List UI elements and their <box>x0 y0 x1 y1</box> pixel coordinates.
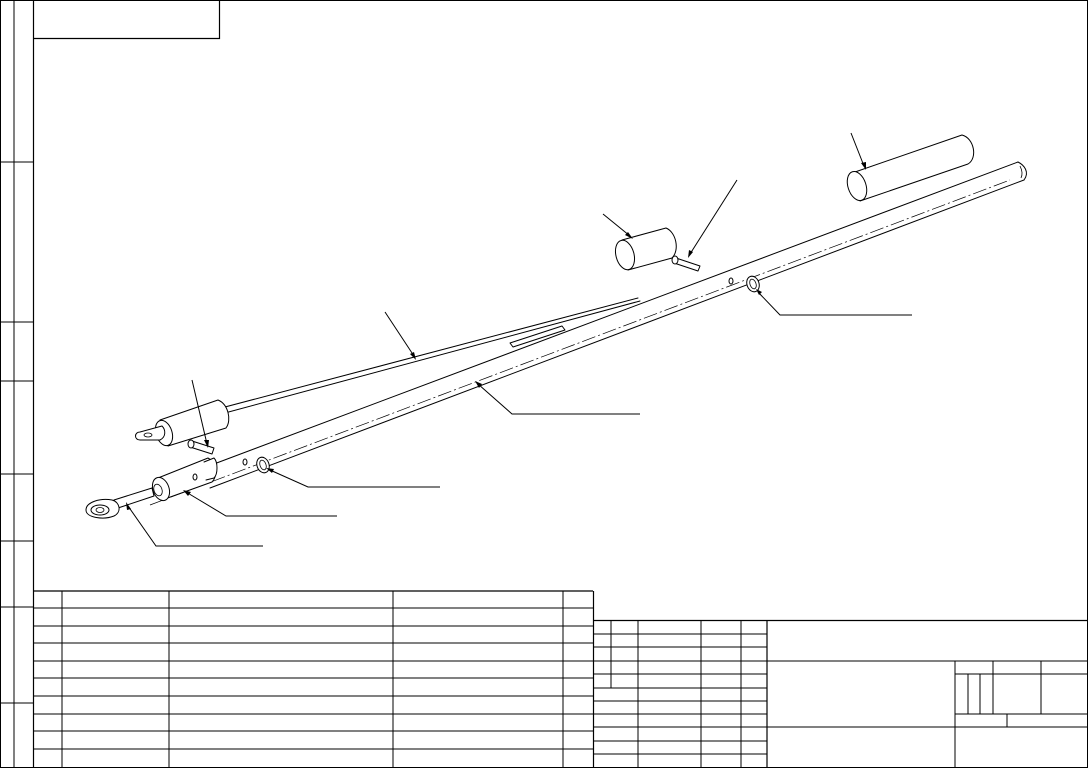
callout-main-tube <box>475 381 640 415</box>
tube-holes <box>192 277 734 481</box>
callout-long-cylinder <box>850 132 866 170</box>
leader-lines <box>126 132 912 547</box>
title-stamp-box <box>33 0 221 40</box>
lock-ring-right <box>746 275 760 293</box>
bill-of-materials <box>33 590 595 768</box>
upper-rod <box>205 297 641 418</box>
lock-ring-left <box>256 456 270 474</box>
callout-end-fitting <box>183 490 337 517</box>
title-block <box>593 619 1088 768</box>
callout-upper-rod <box>384 311 416 360</box>
callout-pin-right <box>688 179 738 258</box>
callout-ring-right <box>756 289 912 316</box>
assembly-view <box>85 132 1027 547</box>
left-cylinder-eye <box>135 399 230 447</box>
main-tube <box>149 161 1027 506</box>
callout-rod-end <box>126 502 263 547</box>
callout-pin-left <box>191 379 209 448</box>
pin-left <box>187 439 215 455</box>
short-cylinder <box>614 227 677 271</box>
long-cylinder <box>846 134 975 202</box>
rod-end-eye <box>85 487 155 519</box>
pin-right <box>671 255 701 272</box>
callout-ring-left <box>266 468 440 488</box>
callout-short-cylinder <box>602 213 633 239</box>
tube-end-fitting <box>151 457 218 502</box>
